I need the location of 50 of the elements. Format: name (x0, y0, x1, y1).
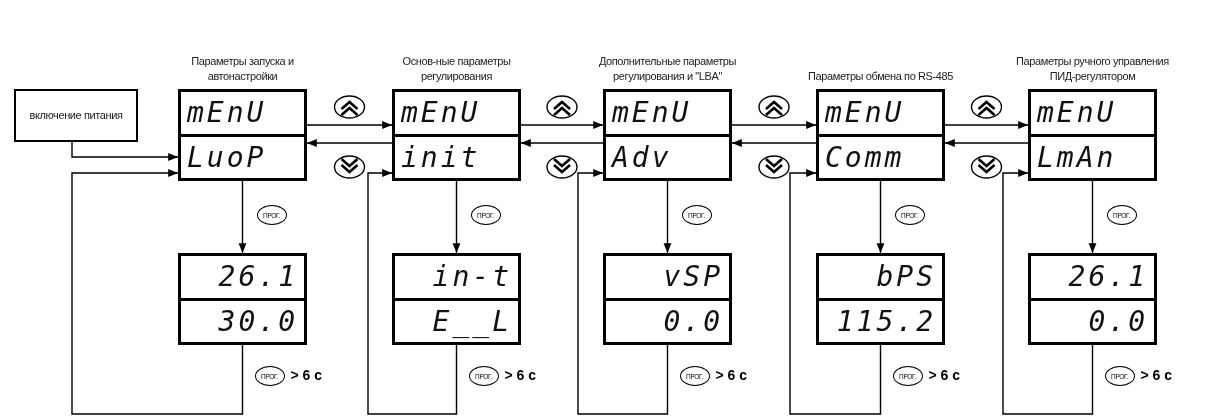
section-heading: Дополнительные параметры регулирования и "LBA" (597, 54, 738, 84)
edge-label: > 6 с (290, 367, 323, 383)
arrow (1088, 180, 1097, 254)
edge-label: > 6 с (504, 367, 537, 383)
edge-label: > 6 с (928, 367, 961, 383)
arrow (944, 139, 1029, 147)
arrow (452, 180, 461, 254)
arrow (577, 169, 669, 415)
display-readout: mEnU (824, 95, 906, 132)
section-heading: Параметры запуска и автонастройки (190, 54, 295, 84)
arrow (731, 121, 817, 129)
arrow (663, 180, 672, 254)
edge-label: > 6 с (1140, 367, 1173, 383)
display-readout: mEnU (1036, 95, 1118, 132)
arrow (71, 141, 179, 161)
display-readout: mEnU (400, 95, 482, 132)
arrow (876, 180, 885, 254)
display-readout: vSP (662, 259, 724, 296)
arrow (306, 121, 393, 129)
display-readout: in-t (431, 259, 513, 296)
display-readout: LmAn (1031, 133, 1154, 178)
display-readout: mEnU (611, 95, 693, 132)
arrow (306, 139, 393, 147)
display-readout: 0.0 (1031, 297, 1154, 342)
display-readout: Adv (606, 133, 729, 178)
arrow (367, 169, 458, 415)
display-readout: 0.0 (606, 297, 729, 342)
arrow (731, 139, 817, 147)
process-box: включение питания (14, 89, 138, 142)
display-readout: 115.2 (819, 297, 942, 342)
display-readout: 26.1 (1067, 259, 1149, 296)
arrow (944, 121, 1029, 129)
display-readout: LuoP (181, 133, 304, 178)
arrow (520, 121, 604, 129)
display-readout: 30.0 (181, 297, 304, 342)
section-heading: Параметры ручного управления ПИД-регулятором (1015, 54, 1170, 84)
arrow (1002, 169, 1094, 415)
arrow (71, 169, 244, 415)
display-readout: init (395, 133, 518, 178)
section-heading: Основ-ные параметры регулирования (401, 54, 512, 84)
arrow (789, 169, 882, 415)
arrow (520, 139, 604, 147)
arrow (238, 180, 247, 254)
display-readout: 26.1 (217, 259, 299, 296)
display-readout: Comm (819, 133, 942, 178)
section-heading: Параметры обмена по RS-485 (808, 69, 953, 84)
display-readout: E__L (395, 297, 518, 342)
display-readout: bPS (875, 259, 937, 296)
display-readout: mEnU (186, 95, 268, 132)
edge-label: > 6 с (715, 367, 748, 383)
